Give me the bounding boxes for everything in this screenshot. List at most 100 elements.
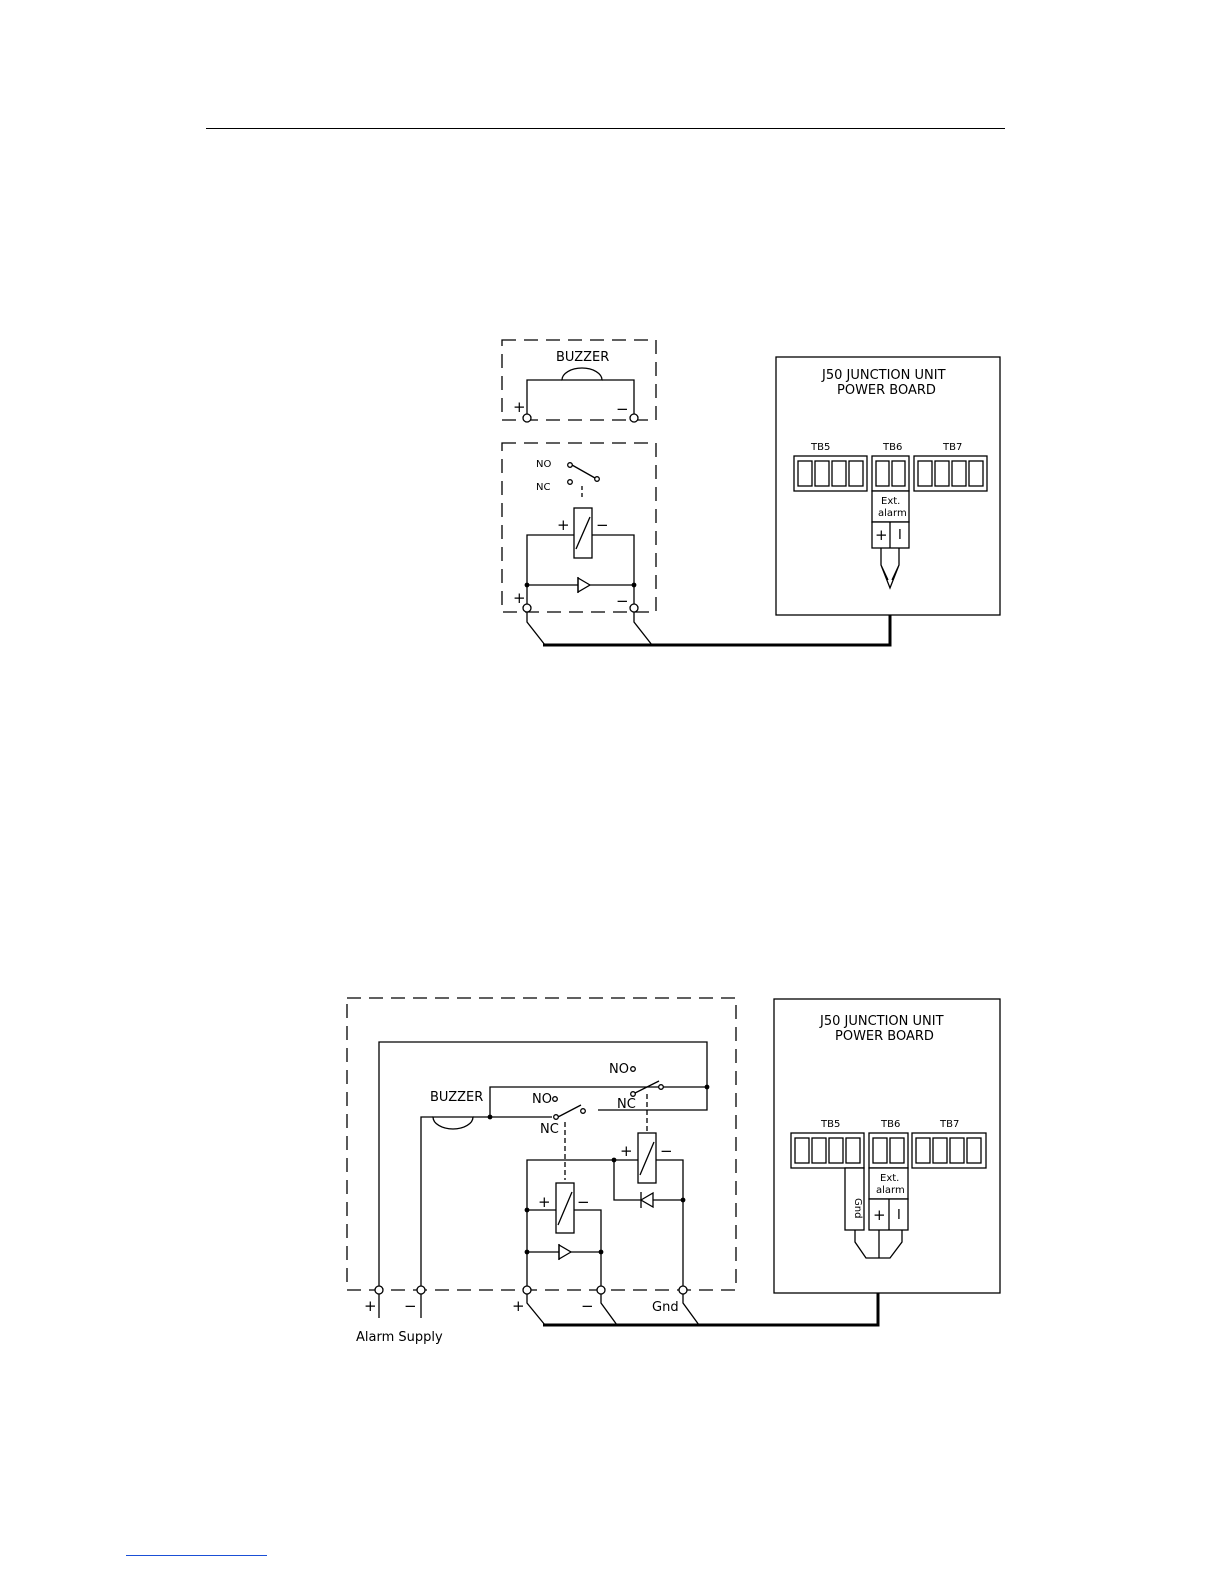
tb7-slot bbox=[967, 1138, 981, 1163]
cable-wire bbox=[601, 1294, 617, 1325]
junction-dot bbox=[525, 1250, 530, 1255]
supply-plus-wire bbox=[379, 1042, 707, 1287]
tb6-slot bbox=[876, 461, 889, 486]
junction-dot bbox=[525, 1208, 530, 1213]
relay-switch-arm bbox=[572, 465, 595, 478]
diagram-1: BUZZER + − NO NC + − + − bbox=[502, 340, 1000, 645]
tb7-label: TB7 bbox=[942, 442, 962, 453]
buzzer-icon bbox=[562, 368, 602, 380]
tb7-slot bbox=[952, 461, 966, 486]
relay2-nc-contact bbox=[631, 1092, 636, 1097]
relay1-switch-arm bbox=[558, 1105, 581, 1117]
alarm-gnd-terminal bbox=[679, 1286, 687, 1294]
unit-title-line1: J50 JUNCTION UNIT bbox=[819, 1014, 944, 1029]
unit-title-line1: J50 JUNCTION UNIT bbox=[821, 368, 946, 383]
diagram-2: BUZZER NO NC NO NC + − + − bbox=[347, 998, 1000, 1345]
tb5-label: TB5 bbox=[810, 442, 830, 453]
coil2-minus-sign: − bbox=[660, 1142, 673, 1160]
alarm-plus-sign: + bbox=[512, 1297, 525, 1315]
cable-wire bbox=[634, 612, 652, 645]
ext-alarm-label1: Ext. bbox=[880, 1173, 899, 1184]
gnd-tab-label: Gnd bbox=[852, 1198, 863, 1218]
ext-plus-sign: + bbox=[875, 526, 888, 544]
tb6-label: TB6 bbox=[882, 442, 902, 453]
tb7-slot bbox=[918, 461, 932, 486]
alarm-gnd-label: Gnd bbox=[652, 1300, 679, 1315]
tb5-label: TB5 bbox=[820, 1119, 840, 1130]
buzzer-plus-sign: + bbox=[513, 398, 526, 416]
relay-plus-sign: + bbox=[513, 589, 526, 607]
relay1-common-contact bbox=[581, 1109, 586, 1114]
buzzer-icon bbox=[433, 1117, 473, 1129]
supply-plus-terminal bbox=[375, 1286, 383, 1294]
alarm-plus-terminal bbox=[523, 1286, 531, 1294]
tb7-slot bbox=[933, 1138, 947, 1163]
coil2-plus-sign: + bbox=[620, 1142, 633, 1160]
relay2-common-contact bbox=[659, 1085, 664, 1090]
unit-title-line2: POWER BOARD bbox=[837, 383, 936, 398]
buzzer-label: BUZZER bbox=[430, 1090, 483, 1105]
junction-dot bbox=[632, 583, 637, 588]
ext-minus-sign: I bbox=[897, 1208, 901, 1223]
ext-minus-sign: I bbox=[898, 528, 902, 543]
relay2-no-label: NO bbox=[609, 1062, 629, 1077]
coil1-plus-sign: + bbox=[538, 1193, 551, 1211]
buzzer-label: BUZZER bbox=[556, 350, 609, 365]
relay1-no-contact bbox=[553, 1097, 558, 1102]
junction-dot bbox=[599, 1250, 604, 1255]
unit-title-line2: POWER BOARD bbox=[835, 1029, 934, 1044]
relay1-nc-label: NC bbox=[540, 1122, 559, 1137]
tb5-slot bbox=[812, 1138, 826, 1163]
tb6-slot bbox=[873, 1138, 887, 1163]
cable-wire bbox=[683, 1294, 699, 1325]
relay-nc-contact bbox=[568, 480, 573, 485]
junction-dot bbox=[705, 1085, 710, 1090]
tb5-slot bbox=[849, 461, 863, 486]
junction-dot bbox=[681, 1198, 686, 1203]
cable-wire bbox=[527, 1294, 545, 1325]
supply-plus-sign: + bbox=[364, 1297, 377, 1315]
relay-minus-terminal bbox=[630, 604, 638, 612]
supply-minus-sign: − bbox=[404, 1297, 417, 1315]
alarm-supply-label: Alarm Supply bbox=[356, 1330, 443, 1345]
junction-dot bbox=[525, 583, 530, 588]
relay1-no-label: NO bbox=[532, 1092, 552, 1107]
cable-wire bbox=[527, 612, 545, 645]
supply-minus-terminal bbox=[417, 1286, 425, 1294]
tb5-slot bbox=[815, 461, 829, 486]
relay-no-contact bbox=[568, 463, 573, 468]
tb7-slot bbox=[935, 461, 949, 486]
relay-nc-label: NC bbox=[536, 482, 550, 493]
ext-alarm-label2: alarm bbox=[876, 1185, 905, 1196]
relay2-coil-wires bbox=[527, 1160, 683, 1287]
relay-no-label: NO bbox=[536, 459, 551, 470]
tb6-label: TB6 bbox=[880, 1119, 900, 1130]
diode-icon bbox=[578, 578, 590, 592]
ext-plus-sign: + bbox=[873, 1206, 886, 1224]
relay2-diode-icon bbox=[641, 1193, 653, 1207]
tb7-slot bbox=[969, 461, 983, 486]
relay2-no-contact bbox=[631, 1067, 636, 1072]
tb6-slot bbox=[892, 461, 905, 486]
coil-minus-sign: − bbox=[596, 516, 609, 534]
tb5-slot bbox=[795, 1138, 809, 1163]
relay1-diode-icon bbox=[559, 1245, 571, 1259]
relay-contact-wires bbox=[490, 1087, 707, 1117]
relay1-nc-contact bbox=[554, 1115, 559, 1120]
tb5-slot bbox=[832, 461, 846, 486]
tb7-slot bbox=[950, 1138, 964, 1163]
tb7-slot bbox=[916, 1138, 930, 1163]
buzzer-wires bbox=[421, 1117, 552, 1287]
tb5-slot bbox=[829, 1138, 843, 1163]
relay2-nc-label: NC bbox=[617, 1097, 636, 1112]
relay-minus-sign: − bbox=[616, 592, 629, 610]
tb5-slot bbox=[846, 1138, 860, 1163]
coil1-minus-sign: − bbox=[577, 1193, 590, 1211]
tb5-slot bbox=[798, 461, 812, 486]
alarm-minus-sign: − bbox=[581, 1297, 594, 1315]
tb7-label: TB7 bbox=[939, 1119, 959, 1130]
coil-plus-sign: + bbox=[557, 516, 570, 534]
tb6-slot bbox=[890, 1138, 904, 1163]
ext-alarm-label2: alarm bbox=[878, 508, 907, 519]
